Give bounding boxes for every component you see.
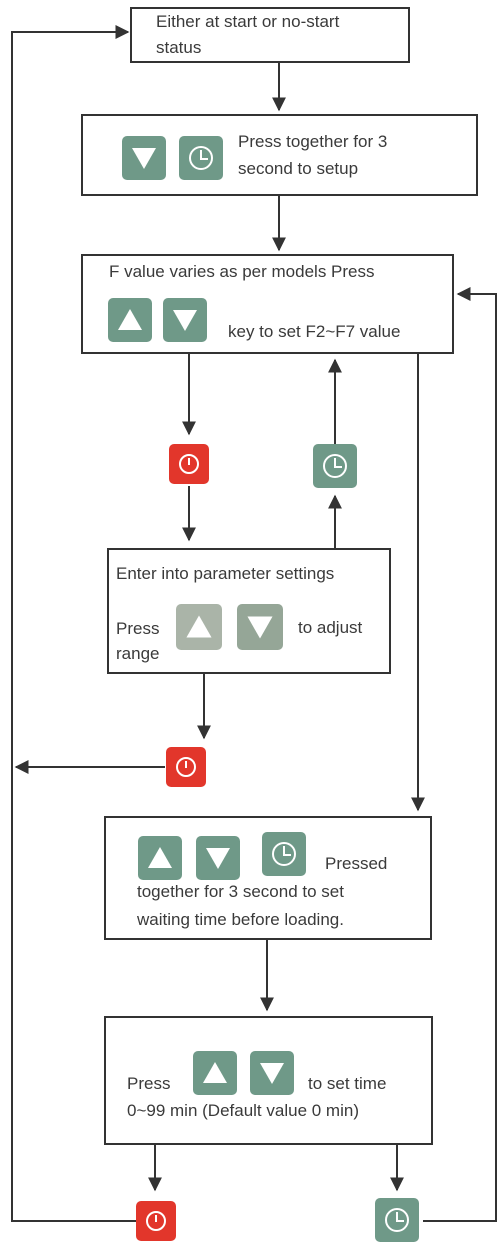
waiting-time-box: Pressed together for 3 second to set wai… xyxy=(104,816,432,940)
param-line1: Enter into parameter settings xyxy=(116,564,335,583)
up-arrow-key[interactable] xyxy=(176,604,222,650)
clock-key-bottom[interactable] xyxy=(375,1198,419,1242)
clock-icon xyxy=(385,1208,409,1232)
down-arrow-icon xyxy=(173,310,197,331)
power-icon xyxy=(179,454,199,474)
down-arrow-key[interactable] xyxy=(196,836,240,880)
power-icon xyxy=(146,1211,166,1231)
setup-line2: second to setup xyxy=(238,159,359,178)
clock-icon xyxy=(272,842,296,866)
settime-line2: 0~99 min (Default value 0 min) xyxy=(127,1101,359,1120)
power-icon xyxy=(176,757,196,777)
parameter-settings-box: Enter into parameter settings Press to a… xyxy=(107,548,391,674)
up-arrow-icon xyxy=(186,615,212,638)
waiting-pressed: Pressed xyxy=(325,854,388,873)
down-arrow-icon xyxy=(132,148,156,169)
up-arrow-key[interactable] xyxy=(108,298,152,342)
up-arrow-icon xyxy=(203,1062,227,1083)
up-arrow-icon xyxy=(118,309,142,330)
up-arrow-key[interactable] xyxy=(138,836,182,880)
f-value-box: F value varies as per models Press key t… xyxy=(81,254,454,354)
settime-press: Press xyxy=(127,1074,171,1093)
start-status-line1: Either at start or no-start xyxy=(156,12,340,31)
clock-key-middle[interactable] xyxy=(313,444,357,488)
settime-suffix: to set time xyxy=(308,1074,387,1093)
down-arrow-icon xyxy=(206,848,230,869)
down-arrow-icon xyxy=(260,1063,284,1084)
clock-icon xyxy=(323,454,347,478)
power-key-1[interactable] xyxy=(169,444,209,484)
start-status-line2: status xyxy=(156,38,202,57)
power-key-2[interactable] xyxy=(166,747,206,787)
down-arrow-icon xyxy=(247,616,273,639)
setup-box: Press together for 3 second to setup xyxy=(81,114,478,196)
clock-key[interactable] xyxy=(262,832,306,876)
clock-key[interactable] xyxy=(179,136,223,180)
down-arrow-key[interactable] xyxy=(122,136,166,180)
set-time-box: Press to set time 0~99 min (Default valu… xyxy=(104,1016,433,1145)
clock-icon xyxy=(189,146,213,170)
up-arrow-icon xyxy=(148,847,172,868)
waiting-line3: waiting time before loading. xyxy=(137,910,344,929)
power-key-3[interactable] xyxy=(136,1201,176,1241)
setup-line1: Press together for 3 xyxy=(238,132,388,151)
down-arrow-key[interactable] xyxy=(237,604,283,650)
start-status-box: Either at start or no-start status xyxy=(130,7,410,63)
f-value-line2: key to set F2~F7 value xyxy=(228,322,401,341)
down-arrow-key[interactable] xyxy=(163,298,207,342)
waiting-line2: together for 3 second to set xyxy=(137,882,344,901)
up-arrow-key[interactable] xyxy=(193,1051,237,1095)
down-arrow-key[interactable] xyxy=(250,1051,294,1095)
f-value-line1: F value varies as per models Press xyxy=(109,262,375,281)
param-range: range xyxy=(116,644,160,663)
param-adjust: to adjust xyxy=(298,618,363,637)
param-press: Press xyxy=(116,619,160,638)
